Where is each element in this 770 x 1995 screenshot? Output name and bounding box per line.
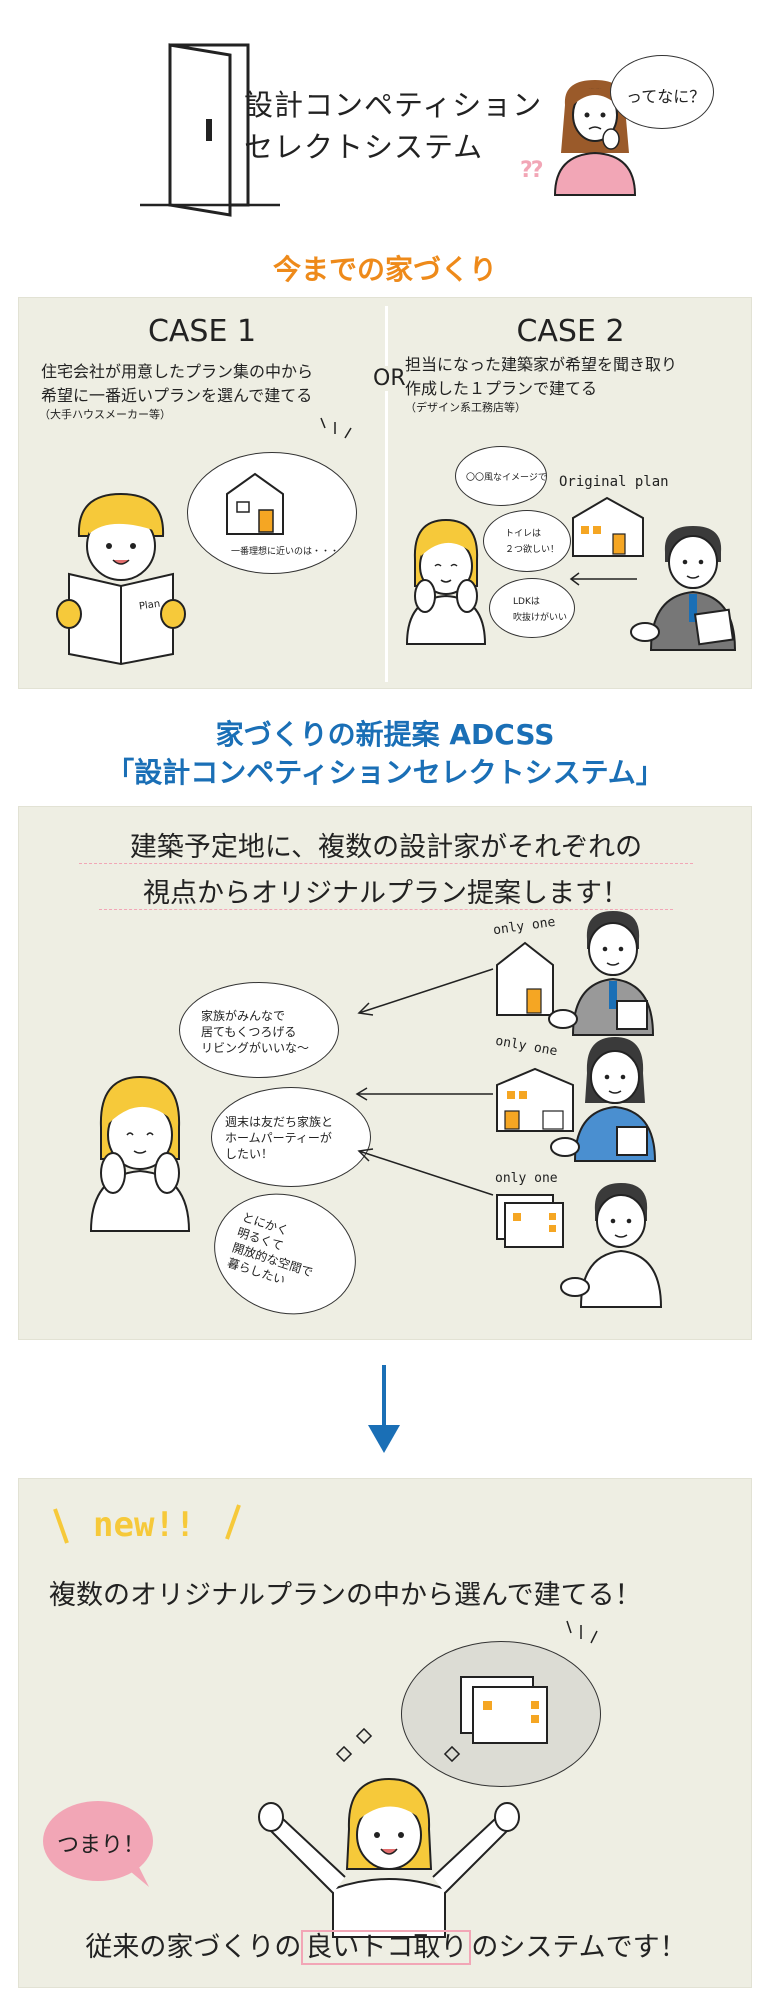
wish2-line1: 週末は友だち家族と	[225, 1115, 334, 1129]
girl-chin-illustration	[405, 518, 487, 645]
thinking-woman-illustration	[553, 80, 637, 196]
case1-title: CASE 1	[147, 314, 257, 349]
bottom-message-post: のシステムです！	[471, 1932, 687, 1963]
designer1-man-illustration	[548, 911, 655, 1036]
lead-underline-1	[79, 863, 693, 864]
sparkle-right-icon	[225, 1504, 241, 1540]
case2-bubble-2-line1: トイレは	[505, 529, 542, 539]
boy-reading-illustration	[56, 492, 186, 666]
arrow-left-3-icon	[357, 1148, 494, 1196]
tsumari-bubble-tail	[125, 1867, 149, 1887]
case-divider	[385, 306, 388, 682]
case1-note: （大手ハウスメーカー等）	[39, 408, 171, 421]
wish1-line2: 居てもくつろげる	[201, 1025, 297, 1039]
case1-desc-line2: 希望に一番近いプランを選んで建てる	[41, 386, 313, 405]
lead-underline-2	[99, 909, 673, 910]
case2-desc-line2: 作成した１プランで建てる	[405, 379, 598, 398]
door-icon	[140, 43, 280, 217]
result-panel: new!! 複数のオリジナルプランの中から選んで建てる！ つまり！	[18, 1478, 752, 1988]
case2-bubble-2	[483, 510, 571, 572]
original-house-icon	[572, 496, 644, 557]
wish-bubble-2	[211, 1087, 371, 1187]
or-label: OR	[371, 366, 408, 391]
case1-desc-line1: 住宅会社が用意したプラン集の中から	[41, 362, 314, 381]
girl-chin-illustration-2	[89, 1075, 191, 1232]
case1-bubble-text: 一番理想に近いのは・・・	[231, 547, 340, 557]
case2-bubble-2-line2: ２つ欲しい！	[505, 545, 560, 555]
new-heading-line2: 「設計コンペティションセレクトシステム」	[106, 756, 664, 789]
wish1-line1: 家族がみんなで	[201, 1009, 286, 1023]
wish1-line3: リビングがいいな〜	[201, 1041, 310, 1055]
bottom-message-highlight: 良いトコ取り	[301, 1930, 472, 1965]
only-one-label-3: only one	[495, 1171, 558, 1186]
designer3-man-illustration	[560, 1183, 663, 1308]
architect-man-illustration	[630, 526, 737, 651]
house-icon	[226, 472, 284, 535]
designer2-house-icon	[496, 1067, 574, 1132]
arrow-left-1-icon	[357, 968, 494, 1016]
only-one-label-1: only one	[492, 914, 557, 939]
question-bubble	[610, 55, 714, 129]
past-panel: CASE 1 住宅会社が用意したプラン集の中から 希望に一番近いプランを選んで建…	[18, 297, 752, 689]
case2-bubble-3-line2: 吹抜けがいい	[513, 613, 568, 623]
case2-desc-line1: 担当になった建築家が希望を聞き取り	[405, 355, 678, 374]
designer1-house-icon	[496, 941, 554, 1016]
new-lead-line1: 建築予定地に、複数の設計家がそれぞれの	[129, 832, 643, 863]
tsumari-text: つまり！	[57, 1833, 146, 1858]
only-one-label-2: only one	[494, 1033, 559, 1060]
new-lead-line2: 視点からオリジナルプラン提案します！	[143, 878, 629, 909]
designer3-house-icon	[496, 1194, 564, 1248]
thinking-dashes-icon	[320, 417, 352, 439]
sparkle-left-icon	[53, 1508, 69, 1544]
diamond-sparkles-icon	[335, 1727, 461, 1763]
header: 設計コンペティション セレクトシステム ってなに？ ??	[0, 0, 770, 230]
arrow-left-2-icon	[355, 1087, 493, 1101]
past-heading: 今までの家づくり	[272, 253, 497, 286]
designer2-woman-illustration	[550, 1037, 657, 1162]
new-panel: 建築予定地に、複数の設計家がそれぞれの 視点からオリジナルプラン提案します！ 家…	[18, 806, 752, 1340]
case2-bubble-3-line1: LDKは	[513, 597, 540, 607]
question-marks: ??	[520, 158, 543, 183]
new-badge: new!!	[93, 1505, 196, 1545]
result-main-text: 複数のオリジナルプランの中から選んで建てる！	[49, 1580, 642, 1611]
wish2-line3: したい！	[225, 1147, 274, 1161]
case2-title: CASE 2	[516, 314, 625, 349]
cheering-girl-illustration	[258, 1777, 520, 1938]
case2-bubble-1	[455, 446, 547, 506]
case2-bubble-3	[489, 578, 575, 638]
bottom-message: 従来の家づくりの良いトコ取りのシステムです！	[19, 1925, 753, 1965]
header-title-line1: 設計コンペティション	[244, 88, 543, 122]
result-plans-icon	[460, 1676, 548, 1744]
result-thinking-dashes-icon	[566, 1620, 598, 1644]
case2-bubble-1-text: 〇〇風なイメージで	[466, 473, 547, 483]
original-plan-label: Original plan	[559, 474, 669, 490]
wish-bubble-1	[179, 982, 339, 1078]
arrow-left-icon	[569, 572, 637, 586]
down-arrow-icon	[368, 1365, 400, 1453]
case2-note: （デザイン系工務店等）	[405, 401, 526, 414]
wish2-line2: ホームパーティーが	[225, 1131, 332, 1145]
header-title-line2: セレクトシステム	[244, 130, 484, 164]
bottom-message-pre: 従来の家づくりの	[85, 1932, 302, 1963]
new-heading-line1: 家づくりの新提案 ADCSS	[215, 718, 555, 751]
question-bubble-text: ってなに？	[626, 87, 706, 106]
